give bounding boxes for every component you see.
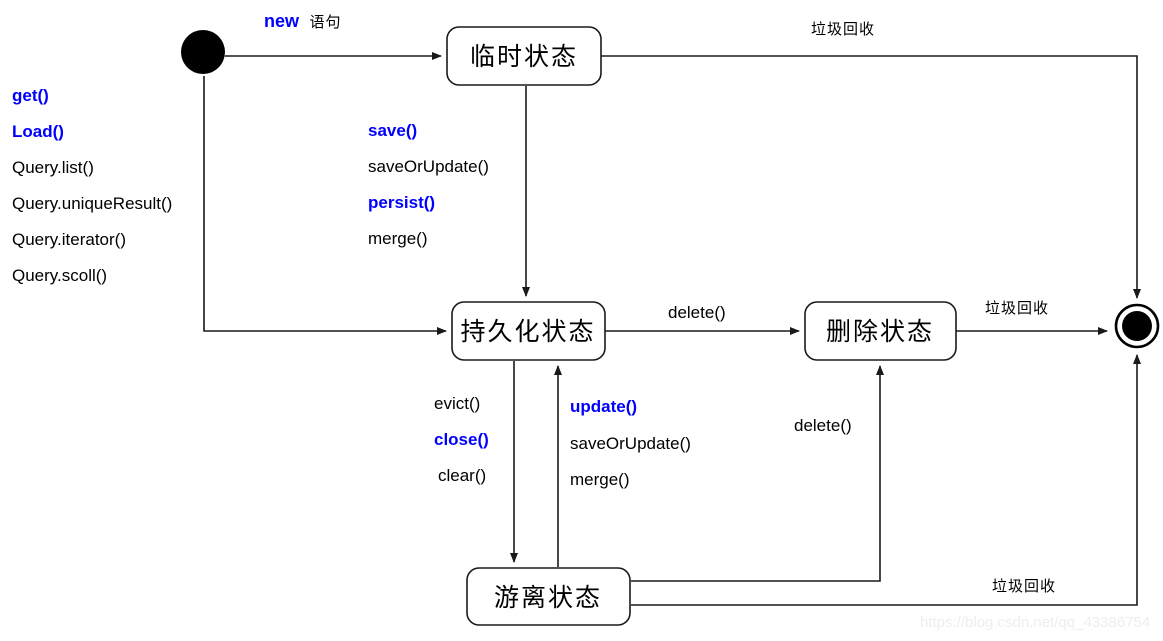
label-update-method-0: update() <box>570 397 637 416</box>
state-label-persistent: 持久化状态 <box>460 317 595 346</box>
state-label-temporary: 临时状态 <box>470 42 578 71</box>
state-label-detached: 游离状态 <box>494 583 602 612</box>
final-state-node <box>1114 303 1160 349</box>
label-save-method-2: persist() <box>368 193 435 212</box>
state-box-persistent[interactable] <box>451 301 606 361</box>
label-update-method-2: merge() <box>570 470 630 489</box>
label-new-keyword: new <box>264 11 300 31</box>
label-evict-method-1: close() <box>434 430 489 449</box>
label-new-suffix: 语句 <box>309 13 341 31</box>
label-evict-method-0: evict() <box>434 394 480 413</box>
label-update-method-1: saveOrUpdate() <box>570 434 691 453</box>
initial-state-node <box>181 30 225 74</box>
label-evict-method-2: clear() <box>438 466 486 485</box>
label-query-method-0: get() <box>12 86 49 105</box>
label-query-method-3: Query.uniqueResult() <box>12 194 172 213</box>
label-save-method-0: save() <box>368 121 417 140</box>
edge-query-to-persistent <box>203 76 447 335</box>
state-label-deleted: 删除状态 <box>826 317 934 346</box>
label-gc-temporary: 垃圾回收 <box>811 20 875 38</box>
edge-temporary-gc <box>601 55 1141 299</box>
state-box-deleted[interactable] <box>804 301 957 361</box>
label-gc-deleted: 垃圾回收 <box>985 299 1049 317</box>
label-query-method-4: Query.iterator() <box>12 230 126 249</box>
edge-delete-detached <box>631 365 884 582</box>
label-new-statement: new 语句 <box>264 11 341 31</box>
state-box-detached[interactable] <box>466 567 631 626</box>
label-delete-persistent: delete() <box>668 303 726 322</box>
label-query-method-5: Query.scoll() <box>12 266 107 285</box>
state-box-temporary[interactable] <box>446 26 602 86</box>
label-query-method-1: Load() <box>12 122 64 141</box>
label-gc-detached: 垃圾回收 <box>992 577 1056 595</box>
watermark-text: https://blog.csdn.net/qq_43386754 <box>920 614 1150 631</box>
label-save-method-1: saveOrUpdate() <box>368 157 489 176</box>
edge-detached-gc <box>631 354 1141 606</box>
label-query-method-2: Query.list() <box>12 158 94 177</box>
label-delete-detached: delete() <box>794 416 852 435</box>
label-save-method-3: merge() <box>368 229 428 248</box>
